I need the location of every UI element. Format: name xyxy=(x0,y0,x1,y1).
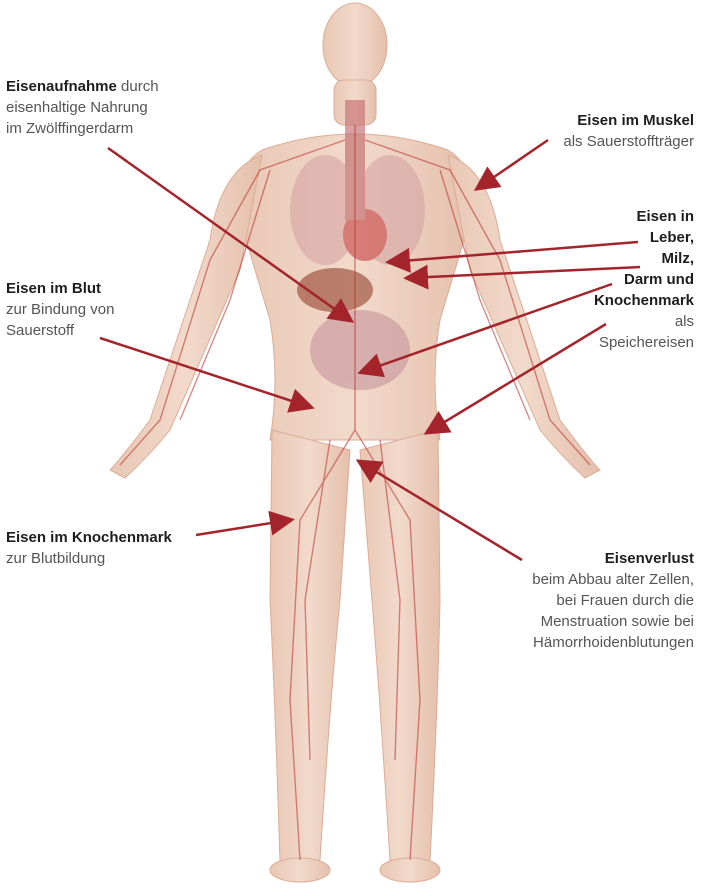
label-eisen-im-knochenmark: Eisen im Knochenmark zur Blutbildung xyxy=(6,527,172,569)
label-eisen-im-blut-line2: zur Bindung von xyxy=(6,299,114,320)
label-eisen-im-knochenmark-line2: zur Blutbildung xyxy=(6,548,172,569)
blood-vessels xyxy=(120,125,590,860)
arrow-muskel xyxy=(478,140,548,188)
label-speicher-l6: als xyxy=(594,311,694,332)
label-eisen-im-muskel-title: Eisen im Muskel xyxy=(577,112,694,129)
label-eisenaufnahme-title: Eisenaufnahme xyxy=(6,78,117,95)
label-eisenverlust-title: Eisenverlust xyxy=(605,550,694,567)
label-eisenaufnahme-suffix: durch xyxy=(117,78,159,95)
label-eisen-im-muskel-line2: als Sauerstoffträger xyxy=(563,131,694,152)
label-eisenaufnahme-line2: eisenhaltige Nahrung xyxy=(6,97,159,118)
label-eisen-im-muskel: Eisen im Muskel als Sauerstoffträger xyxy=(563,110,694,152)
label-eisen-im-blut: Eisen im Blut zur Bindung von Sauerstoff xyxy=(6,278,114,341)
label-speicher-b5: Knochenmark xyxy=(594,292,694,309)
label-eisenverlust-line4: Menstruation sowie bei xyxy=(532,611,694,632)
label-speicher-b1: Eisen in xyxy=(636,208,694,225)
label-eisen-im-blut-line3: Sauerstoff xyxy=(6,320,114,341)
label-eisen-im-blut-title: Eisen im Blut xyxy=(6,280,101,297)
label-speichereisen: Eisen in Leber, Milz, Darm und Knochenma… xyxy=(594,206,694,353)
label-eisenaufnahme: Eisenaufnahme durch eisenhaltige Nahrung… xyxy=(6,76,159,139)
label-eisenverlust-line5: Hämorrhoidenblutungen xyxy=(532,632,694,653)
label-speicher-b2: Leber, xyxy=(650,229,694,246)
label-eisenverlust-line3: bei Frauen durch die xyxy=(532,590,694,611)
label-eisenaufnahme-line3: im Zwölffingerdarm xyxy=(6,118,159,139)
label-speicher-b4: Darm und xyxy=(624,271,694,288)
label-eisenverlust-line2: beim Abbau alter Zellen, xyxy=(532,569,694,590)
label-speicher-b3: Milz, xyxy=(662,250,695,267)
label-speicher-l7: Speichereisen xyxy=(594,332,694,353)
label-eisen-im-knochenmark-title: Eisen im Knochenmark xyxy=(6,529,172,546)
label-eisenverlust: Eisenverlust beim Abbau alter Zellen, be… xyxy=(532,548,694,653)
